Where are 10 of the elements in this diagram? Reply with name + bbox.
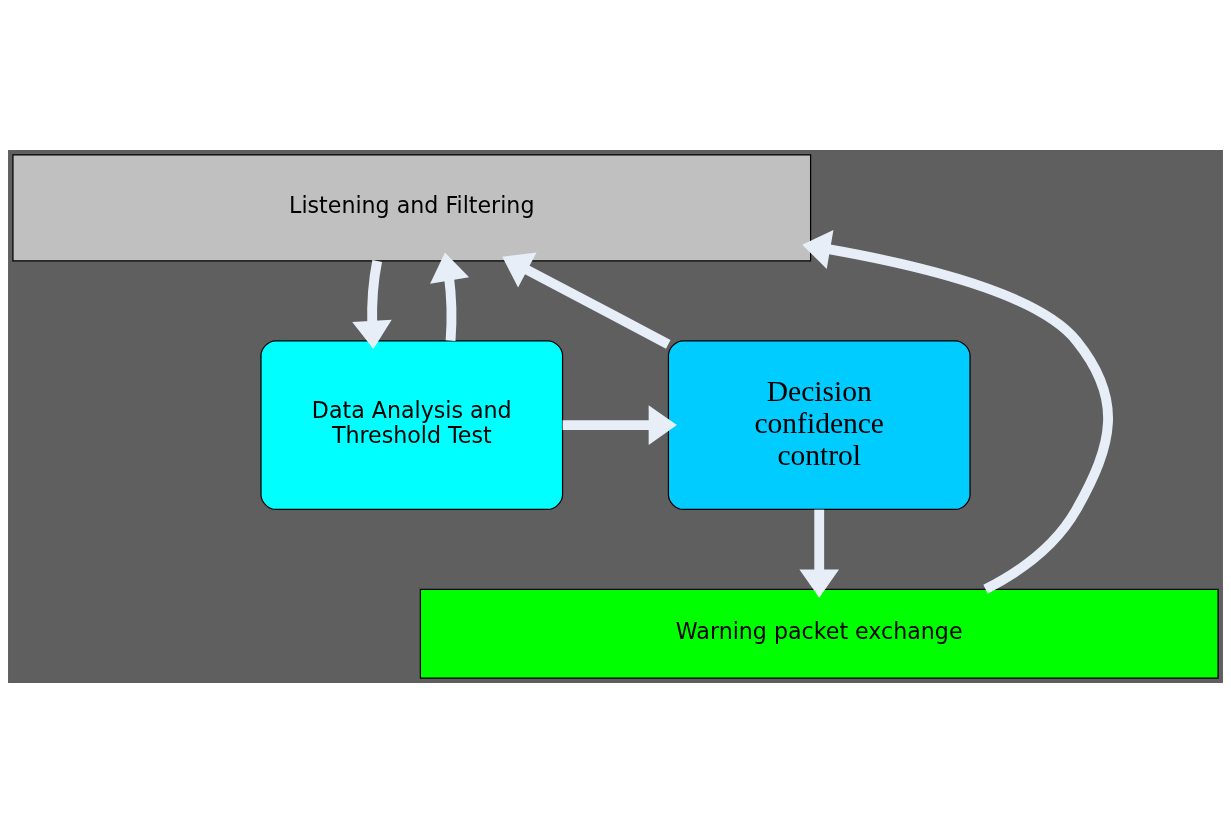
arrow: [430, 252, 470, 341]
arrow: [502, 252, 671, 349]
node-box: Warning packet exchange: [419, 588, 1219, 679]
arrow: [562, 405, 677, 445]
arrow: [802, 229, 1113, 594]
node-box: Data Analysis and Threshold Test: [260, 340, 564, 511]
arrow: [352, 260, 392, 350]
node-box: Decision confidence control: [667, 340, 971, 511]
arrow: [799, 509, 839, 598]
node-box: Listening and Filtering: [12, 154, 812, 262]
